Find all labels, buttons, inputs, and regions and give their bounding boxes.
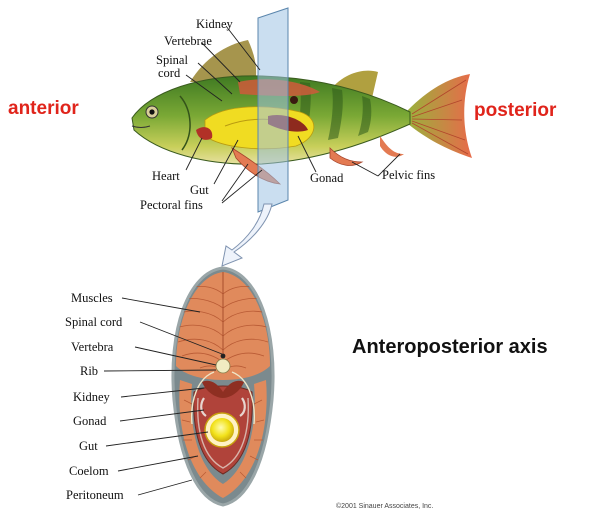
- section-label-spinal-cord: Spinal cord: [65, 316, 122, 329]
- section-label-kidney: Kidney: [73, 391, 110, 404]
- caudal-fin: [408, 74, 472, 158]
- anterior-label: anterior: [8, 99, 79, 118]
- cross-section: [173, 268, 273, 505]
- fish-label-gut: Gut: [190, 184, 209, 197]
- section-label-peritoneum: Peritoneum: [66, 489, 124, 502]
- section-label-gut: Gut: [79, 440, 98, 453]
- axis-title: Anteroposterior axis: [352, 337, 548, 357]
- fish-label-kidney: Kidney: [196, 18, 233, 31]
- fish-label-pelvic-fins: Pelvic fins: [382, 169, 435, 182]
- section-label-muscles: Muscles: [71, 292, 113, 305]
- copyright-notice: ©2001 Sinauer Associates, Inc.: [336, 503, 433, 510]
- section-arrow: [222, 204, 272, 266]
- fish-label-cord: cord: [158, 67, 180, 80]
- fish-label-vertebrae: Vertebrae: [164, 35, 212, 48]
- posterior-label: posterior: [474, 101, 556, 120]
- fish-label-gonad: Gonad: [310, 172, 343, 185]
- section-label-coelom: Coelom: [69, 465, 109, 478]
- vertebra-shape: [216, 359, 230, 373]
- fish-label-pectoral-fins: Pectoral fins: [140, 199, 203, 212]
- fish-label-heart: Heart: [152, 170, 180, 183]
- spinal-cord-shape: [221, 354, 226, 359]
- section-label-gonad: Gonad: [73, 415, 106, 428]
- section-label-vertebra: Vertebra: [71, 341, 113, 354]
- section-plane: [258, 8, 288, 212]
- fish-label-spinal: Spinal: [156, 54, 188, 67]
- section-label-rib: Rib: [80, 365, 98, 378]
